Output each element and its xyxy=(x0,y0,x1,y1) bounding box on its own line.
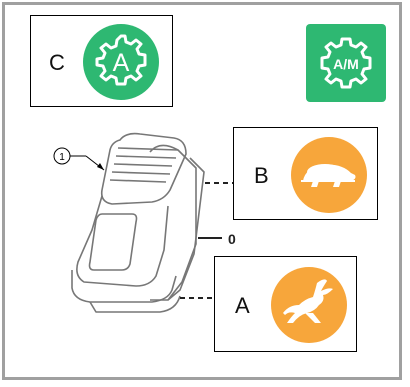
auto-manual-badge: A/M xyxy=(306,24,386,102)
mode-a-label: A xyxy=(235,293,250,318)
turtle-slow-speed-icon xyxy=(291,137,367,213)
auto-manual-gear-icon: A/M xyxy=(320,37,372,89)
callout-number: 1 xyxy=(59,152,65,163)
mode-b-label: B xyxy=(254,163,269,188)
mode-c-box: C A xyxy=(30,15,173,107)
diagram-frame xyxy=(2,2,402,380)
zero-position-label: 0 xyxy=(228,231,236,247)
auto-mode-gear-icon: A xyxy=(83,24,159,100)
mode-c-label: C xyxy=(49,50,65,75)
auto-manual-text: A/M xyxy=(333,56,359,72)
auto-mode-gear-letter: A xyxy=(113,49,130,77)
mode-a-box: A xyxy=(214,256,357,352)
mode-b-box: B xyxy=(233,127,378,220)
rabbit-fast-speed-icon xyxy=(271,267,347,343)
